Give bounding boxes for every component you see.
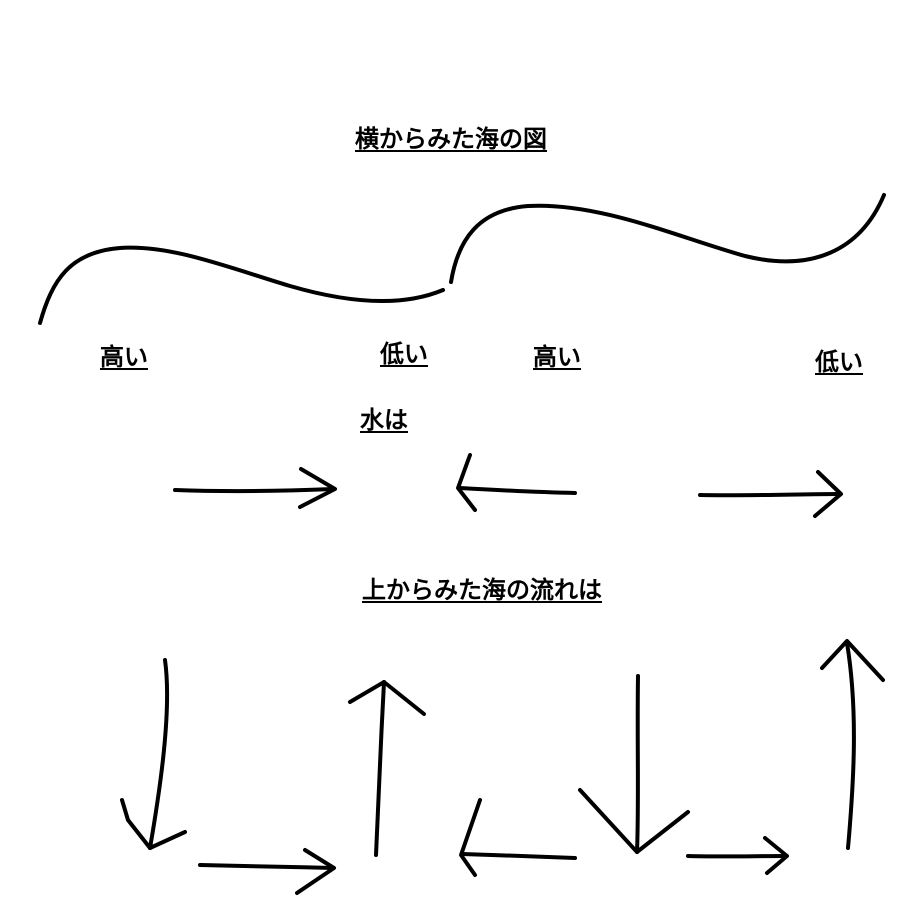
circulation-arrow-down-2: [578, 674, 690, 854]
circulation-arrow-up-1: [348, 680, 426, 857]
circulation-arrow-left-1: [459, 798, 577, 877]
label-low-mid: 低い: [380, 340, 428, 368]
circulation-arrow-up-2: [820, 639, 885, 850]
water-caption: 水は: [360, 406, 408, 434]
flow-arrow-left-1: [456, 453, 577, 512]
circulation-arrow-down-1: [120, 658, 187, 850]
side-view-title: 横からみた海の図: [355, 125, 547, 153]
top-view-title: 上からみた海の流れは: [362, 576, 602, 604]
circulation-arrow-right-1: [198, 848, 336, 895]
circulation-arrow-right-2: [686, 836, 789, 875]
label-high-mid: 高い: [533, 343, 581, 371]
wave-right-segment: [449, 193, 886, 284]
label-high-left: 高い: [100, 343, 148, 371]
wave-left-segment: [38, 245, 445, 325]
flow-arrow-right-2: [698, 470, 843, 518]
label-low-right: 低い: [815, 348, 863, 376]
flow-arrow-right-1: [173, 467, 337, 509]
